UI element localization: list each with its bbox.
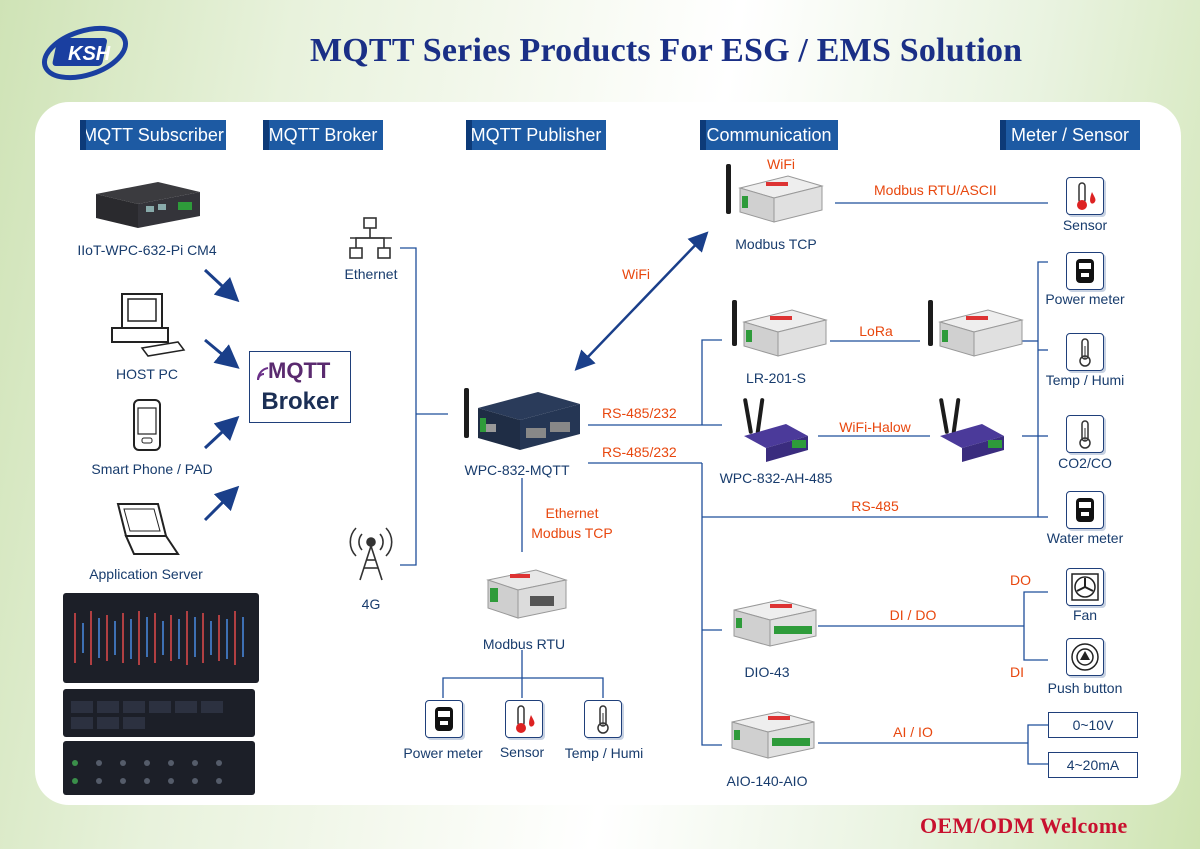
label-rtu-power-meter: Power meter bbox=[403, 745, 483, 761]
label-lora: LoRa bbox=[859, 323, 893, 339]
header-publisher: MQTT Publisher bbox=[466, 120, 606, 150]
label-modbus-rtu: Modbus RTU bbox=[482, 636, 566, 652]
label-lr-201-s: LR-201-S bbox=[746, 370, 806, 386]
label-wifi-halow: WiFi-Halow bbox=[839, 419, 911, 435]
host-pc-icon bbox=[111, 293, 186, 357]
label-wifi-link: WiFi bbox=[622, 266, 650, 282]
label-meter-sensor: Sensor bbox=[1062, 217, 1108, 233]
label-meter-water: Water meter bbox=[1046, 530, 1124, 546]
lr-201-s-device-icon bbox=[732, 300, 828, 357]
label-di-do: DI / DO bbox=[889, 607, 937, 623]
logo-text: KSH bbox=[68, 43, 111, 65]
push-button-icon bbox=[1066, 638, 1104, 676]
label-iiot: IIoT-WPC-632-Pi CM4 bbox=[77, 242, 217, 258]
water-meter-icon bbox=[1066, 491, 1104, 529]
label-push-button: Push button bbox=[1047, 680, 1123, 696]
label-ethernet-link: Ethernet bbox=[545, 505, 599, 521]
page-title: MQTT Series Products For ESG / EMS Solut… bbox=[310, 32, 1023, 69]
co2-co-icon bbox=[1066, 415, 1104, 453]
power-meter-icon bbox=[1066, 252, 1104, 290]
label-modbus-tcp-link: Modbus TCP bbox=[531, 525, 613, 541]
wpc-832-ah-485-remote-icon bbox=[939, 398, 1004, 462]
header-subscriber: MQTT Subscriber bbox=[80, 120, 226, 150]
laptop-icon bbox=[116, 503, 180, 555]
header-meter-sensor: Meter / Sensor bbox=[1000, 120, 1140, 150]
temp-humi-icon bbox=[1066, 333, 1104, 371]
aio-140-aio-device-icon bbox=[731, 711, 815, 759]
label-rtu-temp-humi: Temp / Humi bbox=[564, 745, 644, 761]
dashboard-status-screenshot bbox=[63, 741, 255, 795]
sensor-icon bbox=[1066, 177, 1104, 215]
mqtt-waves-icon bbox=[256, 367, 269, 381]
label-rtu-sensor: Sensor bbox=[499, 744, 545, 760]
label-wpc-832-ah-485: WPC-832-AH-485 bbox=[719, 470, 833, 486]
header-broker: MQTT Broker bbox=[263, 120, 383, 150]
label-rs485-232-upper: RS-485/232 bbox=[602, 405, 677, 421]
ethernet-icon bbox=[349, 217, 392, 259]
label-do: DO bbox=[1010, 572, 1031, 588]
dashboard-chart-screenshot bbox=[63, 593, 259, 683]
range-0-10v: 0~10V bbox=[1048, 712, 1138, 738]
label-wifi-top: WiFi bbox=[767, 156, 795, 172]
label-ethernet: Ethernet bbox=[344, 266, 398, 282]
label-meter-temp-humi: Temp / Humi bbox=[1045, 372, 1125, 388]
label-meter-co2: CO2/CO bbox=[1058, 455, 1112, 471]
label-rs485: RS-485 bbox=[851, 498, 899, 514]
wpc-832-ah-485-device-icon bbox=[743, 398, 808, 462]
label-modbus-rtu-ascii: Modbus RTU/ASCII bbox=[874, 182, 997, 198]
mqtt-word: MQTT bbox=[268, 358, 331, 383]
label-host-pc: HOST PC bbox=[116, 366, 178, 382]
sensor-icon-rtu bbox=[505, 700, 543, 738]
label-wpc-832-mqtt: WPC-832-MQTT bbox=[464, 462, 570, 478]
modbus-tcp-wifi-gateway-icon bbox=[726, 164, 824, 223]
label-fan: Fan bbox=[1072, 607, 1098, 623]
header-communication: Communication bbox=[700, 120, 838, 150]
industrial-pc-icon bbox=[96, 182, 200, 228]
oem-odm-footer: OEM/ODM Welcome bbox=[920, 813, 1128, 838]
ksh-logo: KSH bbox=[41, 25, 129, 81]
power-meter-icon-rtu bbox=[425, 700, 463, 738]
broker-word: Broker bbox=[261, 388, 339, 415]
label-smartphone: Smart Phone / PAD bbox=[91, 461, 213, 477]
dio-43-device-icon bbox=[733, 599, 817, 647]
modbus-rtu-device-icon bbox=[486, 569, 568, 619]
label-ai-io: AI / IO bbox=[893, 724, 933, 740]
fan-icon bbox=[1066, 568, 1104, 606]
wpc-832-mqtt-gateway-icon bbox=[464, 388, 580, 450]
mqtt-broker-logo: MQTT Broker bbox=[249, 351, 351, 423]
dashboard-values-screenshot bbox=[63, 689, 255, 737]
lr-201-s-remote-device-icon bbox=[928, 300, 1024, 357]
temp-humi-icon-rtu bbox=[584, 700, 622, 738]
label-meter-power: Power meter bbox=[1045, 291, 1125, 307]
label-aio-140-aio: AIO-140-AIO bbox=[726, 773, 808, 789]
range-4-20ma: 4~20mA bbox=[1048, 752, 1138, 778]
smartphone-icon bbox=[133, 399, 161, 451]
label-rs485-232-lower: RS-485/232 bbox=[602, 444, 677, 460]
label-dio-43: DIO-43 bbox=[744, 664, 790, 680]
label-modbus-tcp: Modbus TCP bbox=[735, 236, 817, 252]
cellular-tower-icon bbox=[349, 527, 393, 581]
label-4g: 4G bbox=[361, 596, 381, 612]
label-application-server: Application Server bbox=[89, 566, 203, 582]
label-di: DI bbox=[1010, 664, 1024, 680]
